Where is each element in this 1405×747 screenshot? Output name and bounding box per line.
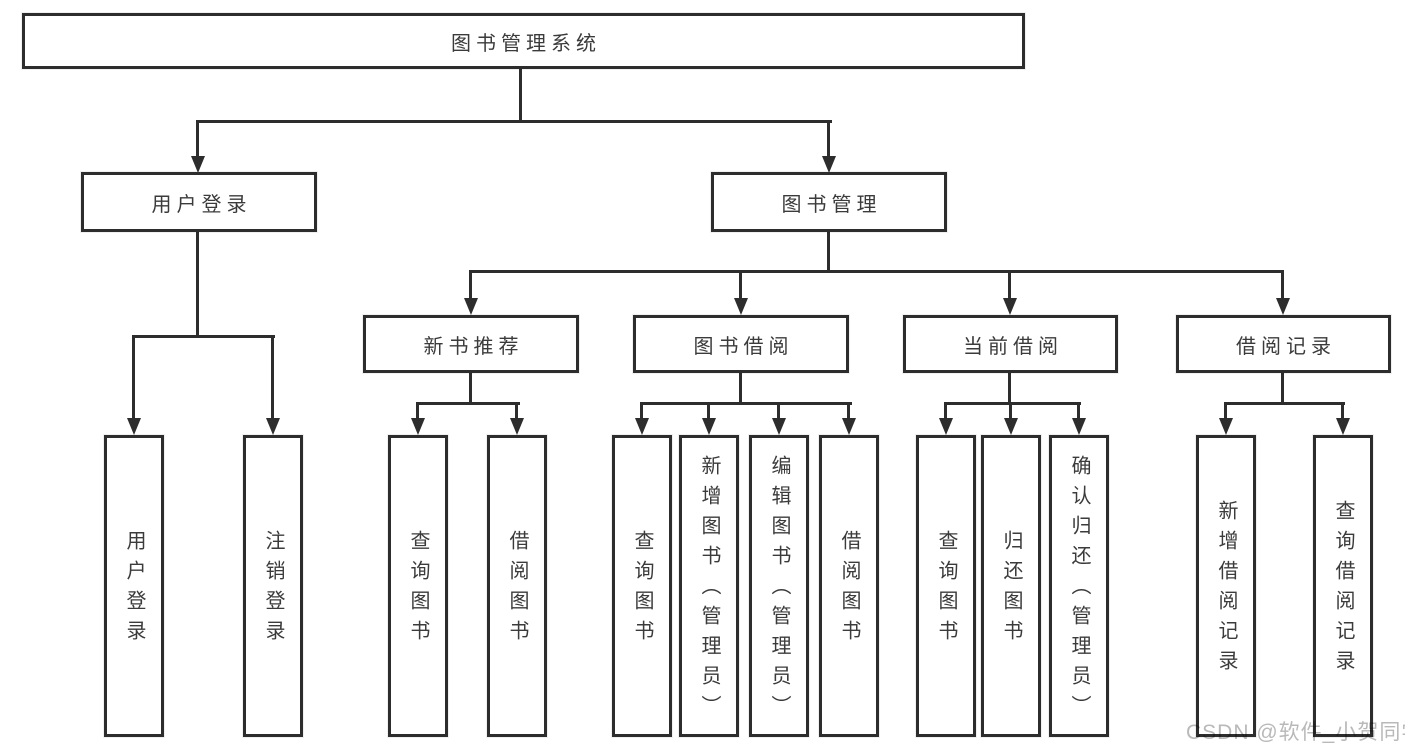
arrow-down-icon <box>191 156 205 173</box>
arrow-down-icon <box>411 418 425 435</box>
node-borrow-add-books-admin: 新增图书（管理员） <box>679 435 739 737</box>
connector-stem <box>707 403 710 419</box>
connector-stem <box>196 122 199 158</box>
arrow-down-icon <box>939 418 953 435</box>
connector-current-trunk <box>1008 373 1011 403</box>
arrow-down-icon <box>464 298 478 315</box>
connector-root-trunk <box>519 69 522 120</box>
node-borrow-records: 借阅记录 <box>1176 315 1391 373</box>
connector-root-bar <box>196 120 832 123</box>
node-current-query-books: 查询图书 <box>916 435 976 737</box>
connector-stem <box>847 403 850 419</box>
connector-stem <box>1224 403 1227 419</box>
connector-borrow-trunk <box>739 373 742 403</box>
connector-stem <box>515 403 518 419</box>
arrow-down-icon <box>842 418 856 435</box>
connector-login-bar <box>132 335 275 338</box>
connector-stem <box>1009 403 1012 419</box>
node-recommend-query-books: 查询图书 <box>388 435 448 737</box>
connector-stem <box>1077 403 1080 419</box>
connector-stem <box>1008 272 1011 300</box>
connector-stem <box>777 403 780 419</box>
arrow-down-icon <box>510 418 524 435</box>
arrow-down-icon <box>772 418 786 435</box>
arrow-down-icon <box>127 418 141 435</box>
node-login: 用户登录 <box>104 435 164 737</box>
connector-recommend-bar <box>416 402 520 405</box>
node-recommend-borrow-books: 借阅图书 <box>487 435 547 737</box>
arrow-down-icon <box>822 156 836 173</box>
connector-mgmt-trunk <box>827 232 830 272</box>
arrow-down-icon <box>635 418 649 435</box>
node-borrow-query-books: 查询图书 <box>612 435 672 737</box>
connector-stem <box>416 403 419 419</box>
connector-stem <box>640 403 643 419</box>
connector-current-bar <box>944 402 1081 405</box>
connector-borrow-bar <box>640 402 852 405</box>
connector-recommend-trunk <box>469 373 472 403</box>
node-current-return-books: 归还图书 <box>981 435 1041 737</box>
node-book-borrow: 图书借阅 <box>633 315 849 373</box>
arrow-down-icon <box>1276 298 1290 315</box>
arrow-down-icon <box>266 418 280 435</box>
node-new-book-recommend: 新书推荐 <box>363 315 579 373</box>
arrow-down-icon <box>1219 418 1233 435</box>
connector-login-trunk <box>196 232 199 335</box>
node-book-management: 图书管理 <box>711 172 947 232</box>
arrow-down-icon <box>1004 418 1018 435</box>
arrow-down-icon <box>734 298 748 315</box>
arrow-down-icon <box>702 418 716 435</box>
connector-stem <box>827 122 830 158</box>
connector-stem <box>271 337 274 419</box>
arrow-down-icon <box>1072 418 1086 435</box>
connector-stem <box>1281 272 1284 300</box>
connector-records-trunk <box>1281 373 1284 403</box>
arrow-down-icon <box>1003 298 1017 315</box>
connector-stem <box>739 272 742 300</box>
node-current-borrow: 当前借阅 <box>903 315 1118 373</box>
node-borrow-borrow-books: 借阅图书 <box>819 435 879 737</box>
node-logout: 注销登录 <box>243 435 303 737</box>
node-borrow-edit-books-admin: 编辑图书（管理员） <box>749 435 809 737</box>
connector-records-bar <box>1224 402 1345 405</box>
node-records-query-record: 查询借阅记录 <box>1313 435 1373 737</box>
connector-stem <box>469 272 472 300</box>
arrow-down-icon <box>1336 418 1350 435</box>
node-records-add-record: 新增借阅记录 <box>1196 435 1256 737</box>
node-user-login: 用户登录 <box>81 172 317 232</box>
csdn-watermark: CSDN @软件_小贺同学 <box>1186 721 1405 744</box>
node-root: 图书管理系统 <box>22 13 1025 69</box>
connector-stem <box>132 337 135 419</box>
connector-stem <box>1341 403 1344 419</box>
connector-mgmt-bar <box>469 270 1284 273</box>
node-current-confirm-return-admin: 确认归还（管理员） <box>1049 435 1109 737</box>
connector-stem <box>944 403 947 419</box>
